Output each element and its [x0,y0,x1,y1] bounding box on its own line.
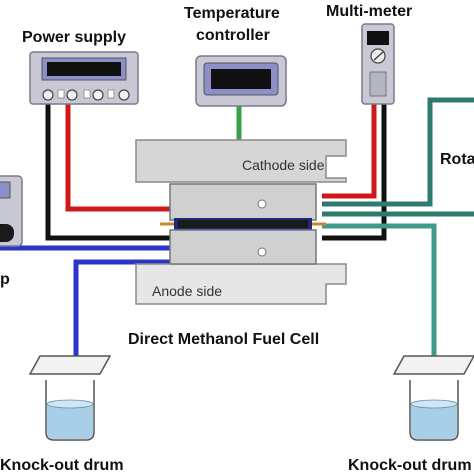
temperature-controller-label-line1: Temperature [184,5,280,22]
red-wire-power-supply [65,100,176,212]
anode-side-label: Anode side [152,283,222,299]
multimeter-label: Multi-meter [326,3,412,20]
power-supply-icon [29,51,139,105]
blue-pipe-anode-outlet [73,259,176,362]
multimeter-icon [361,23,395,105]
beaker-icon [28,355,112,441]
cathode-flow-plate [169,183,317,221]
teal-pipe-drum-right [322,223,437,362]
anode-end-plate [135,263,347,305]
power-supply-label: Power supply [22,29,126,46]
anode-flow-plate [169,229,317,265]
black-wire-power-supply [45,100,176,241]
fuel-cell-label: Direct Methanol Fuel Cell [128,331,319,348]
teal-pipe-rotameter [322,97,474,207]
knockout-drum-right-label: Knock-out drum [348,457,472,474]
fuel-cell-assembly: Cathode side Anode side [135,139,347,305]
temperature-controller-icon [195,55,287,107]
cathode-end-plate [135,139,347,183]
pump-icon [0,175,23,247]
rotameter-label: Rota [440,151,474,168]
red-wire-multimeter [322,100,377,199]
pump-label: p [0,271,10,288]
black-wire-multimeter [322,100,387,241]
cathode-side-label: Cathode side [242,157,325,173]
temperature-controller-label-line2: controller [196,27,270,44]
beaker-icon [392,355,474,441]
knockout-drum-left-label: Knock-out drum [0,457,124,474]
